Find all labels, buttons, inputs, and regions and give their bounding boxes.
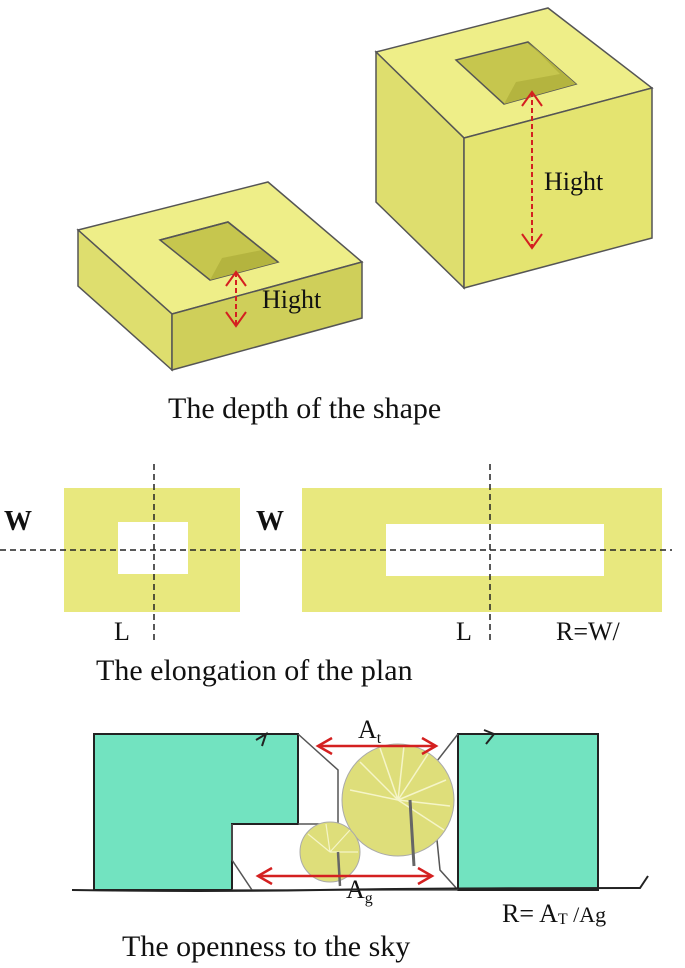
panel-depth: Hight Hight The depth of the shape <box>76 7 654 425</box>
height-label-small: Hight <box>262 285 322 314</box>
caption-openness: The openness to the sky <box>122 930 410 963</box>
ratio-label-elongation: R=W/ <box>556 617 621 646</box>
width-label-left: W <box>4 506 32 537</box>
ground-area-label: Ag <box>346 875 373 907</box>
roof-corner-arrows <box>255 729 496 747</box>
ground-line <box>71 875 649 892</box>
caption-elongation: The elongation of the plan <box>96 654 413 687</box>
panel-elongation: W L W L R=W/ The elongation of the plan <box>0 464 672 687</box>
top-area-arrow <box>315 736 439 756</box>
deep-block: Hight <box>374 7 654 290</box>
caption-depth: The depth of the shape <box>168 392 441 425</box>
ground-area-arrow <box>255 866 435 886</box>
width-label-right: W <box>256 506 284 537</box>
top-area-label: At <box>358 715 382 747</box>
square-courtyard <box>118 522 188 574</box>
axis-lines <box>0 464 672 642</box>
length-label-right: L <box>456 617 472 646</box>
height-label-large: Hight <box>544 167 604 196</box>
length-label-left: L <box>114 617 130 646</box>
ratio-label-openness: R= AT /Ag <box>502 899 606 928</box>
left-building <box>93 733 299 891</box>
panel-openness: At Ag R= AT /Ag The openness to the sky <box>71 715 649 963</box>
tree-large <box>341 743 455 867</box>
height-arrow-large <box>521 90 543 250</box>
shallow-block: Hight <box>76 181 364 372</box>
height-arrow-small <box>225 270 247 328</box>
right-building <box>457 733 599 891</box>
tree-small <box>299 821 361 887</box>
